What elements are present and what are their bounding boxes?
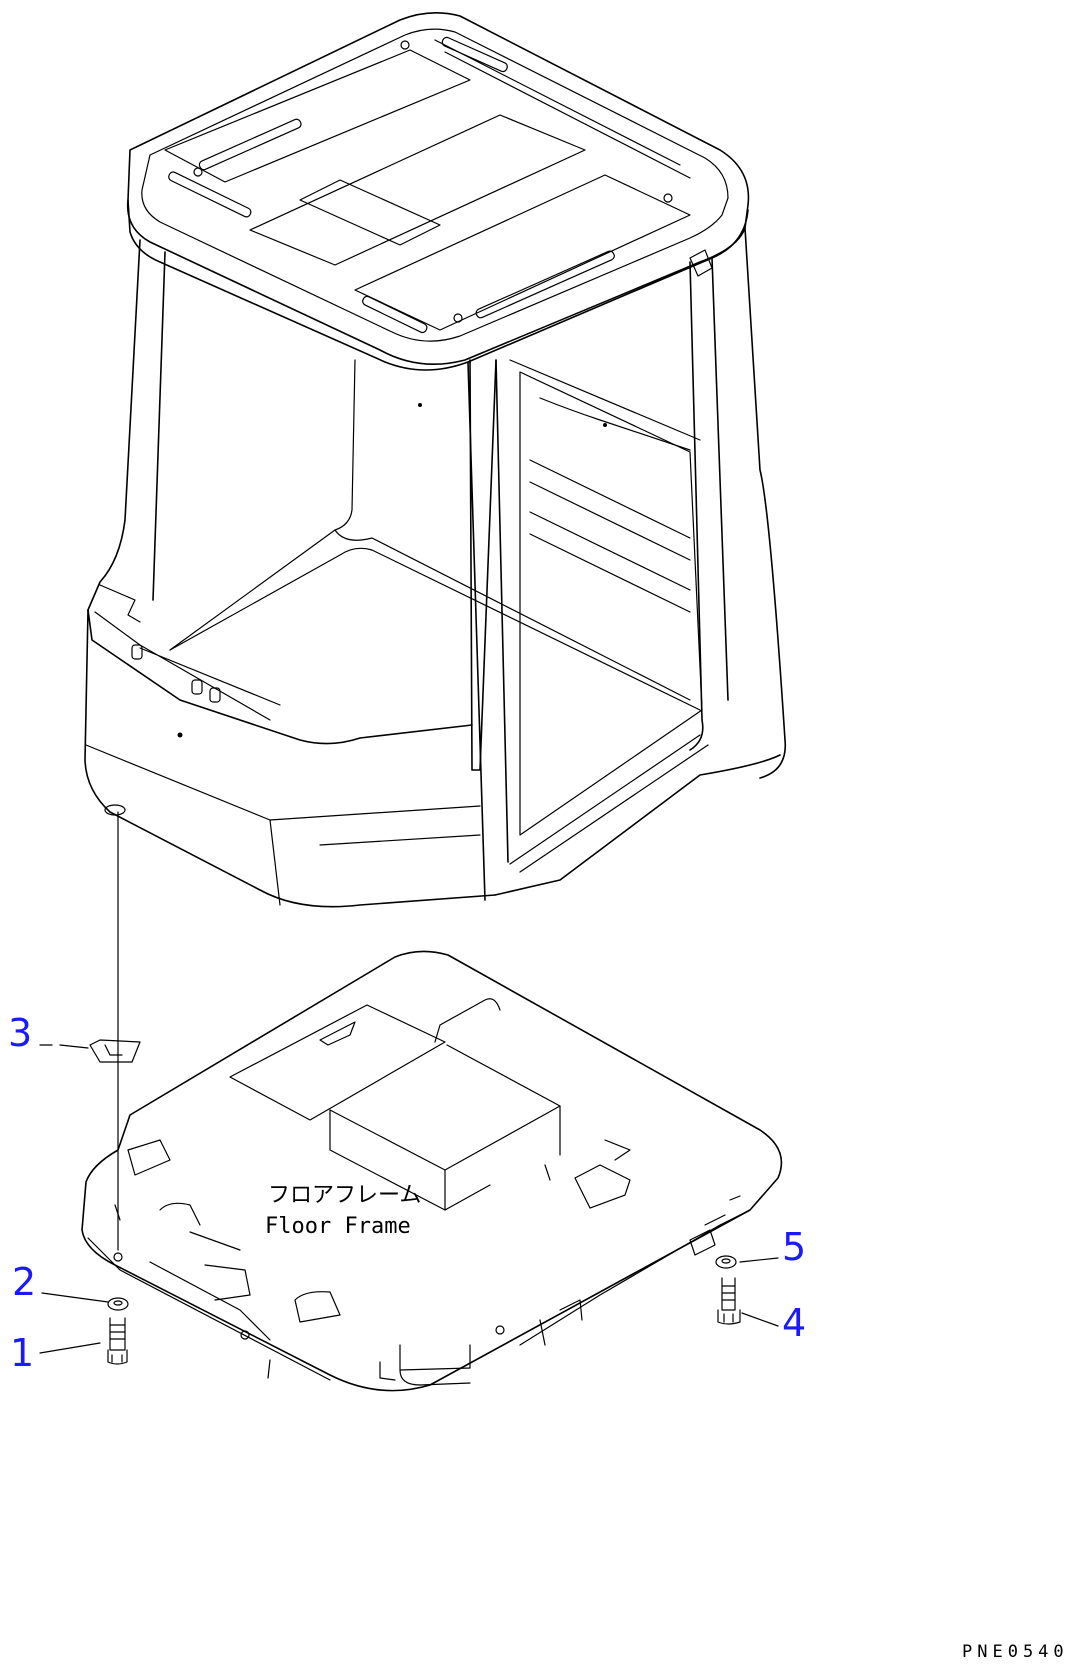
floor-frame (81, 950, 783, 1392)
callout-3: 3 (8, 1011, 32, 1055)
drawing-code: PNE0540 (962, 1642, 1069, 1662)
bolt-4 (717, 1277, 741, 1325)
washer-5 (715, 1255, 737, 1269)
operator-cab (84, 12, 787, 908)
washer-2 (107, 1297, 129, 1311)
leader-lines (39, 1044, 779, 1354)
floor-frame-label-en: Floor Frame (265, 1214, 411, 1239)
callout-1: 1 (10, 1331, 34, 1375)
callout-2: 2 (12, 1260, 36, 1304)
bolt-1 (107, 1317, 128, 1365)
floor-frame-label-jp: フロアフレーム (268, 1183, 421, 1208)
callout-4: 4 (782, 1301, 806, 1345)
plate-3 (89, 1039, 141, 1063)
callout-5: 5 (782, 1225, 806, 1269)
